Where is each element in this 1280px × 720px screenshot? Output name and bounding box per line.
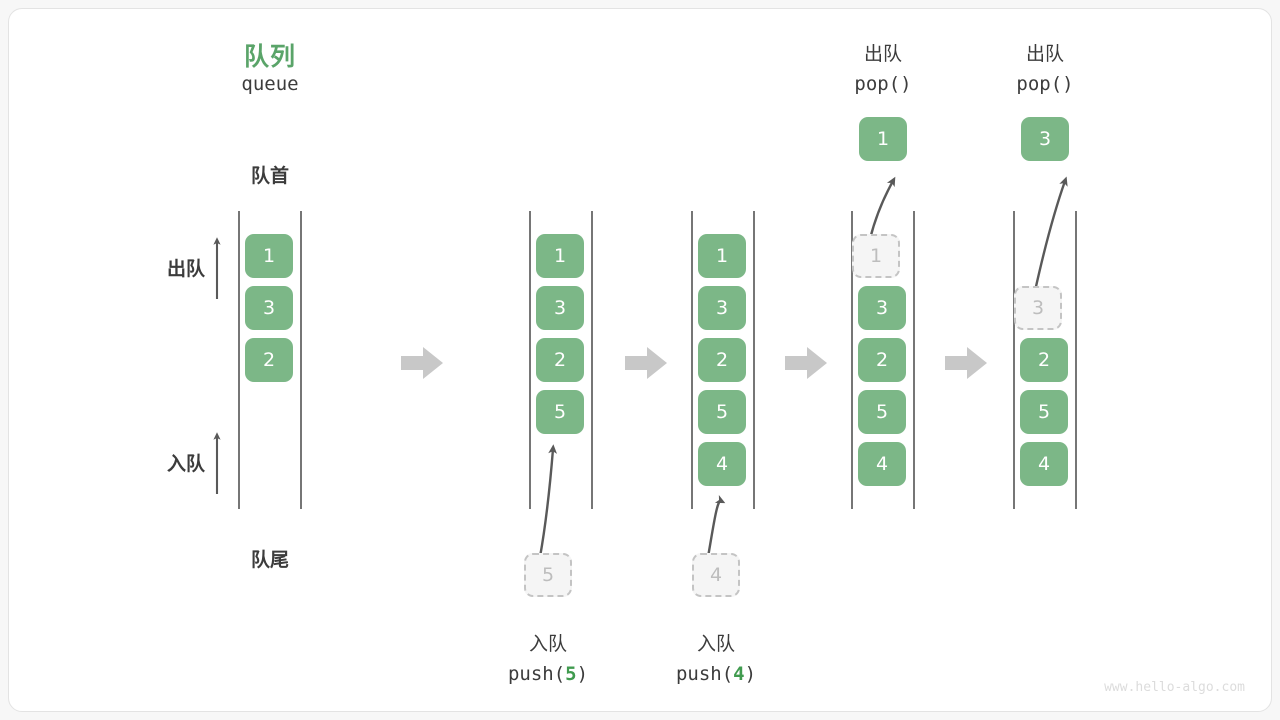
queue-cell: 2	[1020, 338, 1068, 382]
queue-cell: 1	[698, 234, 746, 278]
pop-3-label-code: pop()	[1016, 73, 1074, 95]
transition-arrow-4	[945, 347, 987, 379]
queue-cell: 5	[1020, 390, 1068, 434]
pop-3-label-cn: 出队	[1025, 44, 1064, 65]
queue-cell: 4	[1020, 442, 1068, 486]
push-5-label-cn: 入队	[528, 634, 567, 655]
pop-1-label-cn: 出队	[863, 44, 902, 65]
queue-cell: 3	[858, 286, 906, 330]
queue-cell: 1	[536, 234, 584, 278]
diagram-overlay	[213, 176, 1077, 558]
queue-cell-new: 4	[698, 442, 746, 486]
pop-3-arrow	[1033, 176, 1068, 292]
queue-cell: 2	[245, 338, 293, 382]
push-4-code-pre: push(	[675, 663, 734, 685]
queue-cell: 3	[698, 286, 746, 330]
queue-cell: 2	[536, 338, 584, 382]
push-5-code-pre: push(	[507, 663, 566, 685]
incoming-ghost-cell: 5	[524, 553, 572, 597]
queue-cell: 3	[536, 286, 584, 330]
queue-cell: 1	[245, 234, 293, 278]
transition-arrow-1	[401, 347, 443, 379]
push-4-code-post: )	[744, 663, 757, 685]
push-5-code-post: )	[576, 663, 589, 685]
watermark: www.hello-algo.com	[1104, 680, 1245, 695]
queue-cell: 5	[858, 390, 906, 434]
dequeue-legend-label: 出队	[166, 259, 205, 280]
diagram-card: 队列 queue 队首 队尾 出队 入队 1 3 2 1 3 2 5 5 入队 …	[8, 8, 1272, 712]
popped-cell: 1	[859, 117, 907, 161]
popped-cell: 3	[1021, 117, 1069, 161]
incoming-ghost-cell: 4	[692, 553, 740, 597]
queue-front-label: 队首	[250, 166, 289, 187]
pop-1-arrow	[868, 176, 896, 240]
queue-rear-label: 队尾	[250, 550, 289, 571]
push-5-code-value: 5	[565, 663, 577, 685]
enqueue-legend-label: 入队	[166, 454, 205, 475]
push-4-arrow	[706, 495, 726, 558]
pop-1-label-code: pop()	[854, 73, 912, 95]
queue-cell-removed: 3	[1014, 286, 1062, 330]
queue-cell-new: 5	[536, 390, 584, 434]
transition-arrow-2	[625, 347, 667, 379]
queue-cell: 2	[858, 338, 906, 382]
push-4-code-value: 4	[733, 663, 745, 685]
push-5-arrow	[538, 444, 558, 558]
page-title: 队列	[243, 43, 296, 71]
push-4-label-cn: 入队	[696, 634, 735, 655]
queue-cell: 4	[858, 442, 906, 486]
push-5-label-code: push(5)	[489, 663, 607, 685]
queue-cell: 2	[698, 338, 746, 382]
push-4-label-code: push(4)	[657, 663, 775, 685]
queue-cell: 5	[698, 390, 746, 434]
queue-cell: 3	[245, 286, 293, 330]
page-subtitle: queue	[241, 73, 299, 95]
queue-cell-removed: 1	[852, 234, 900, 278]
transition-arrow-3	[785, 347, 827, 379]
